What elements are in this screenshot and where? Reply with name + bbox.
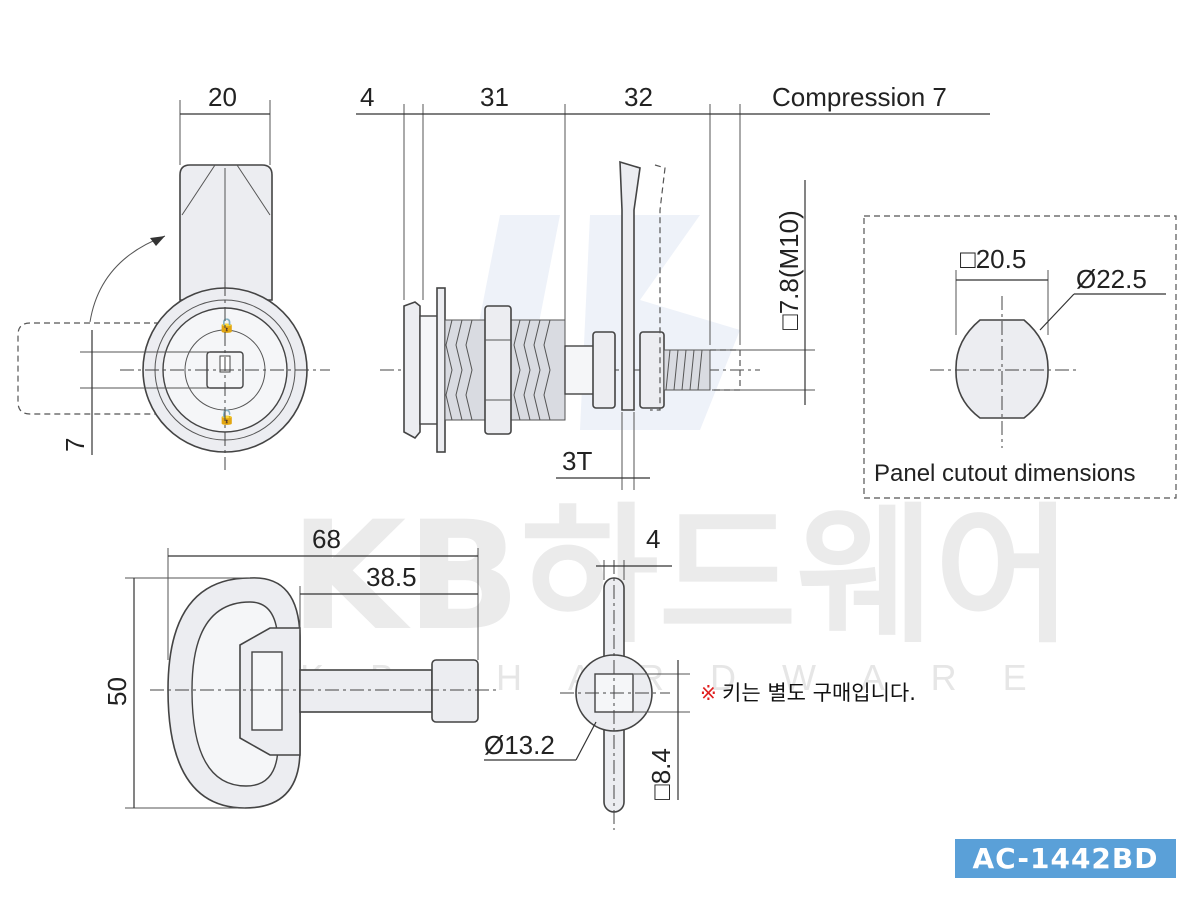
dim-key-height: 50 (102, 677, 132, 706)
dim-side-32: 32 (624, 82, 653, 112)
dim-key-square: □8.4 (646, 748, 676, 800)
note-text: 키는 별도 구매입니다. (722, 681, 916, 705)
dim-side-31: 31 (480, 82, 509, 112)
dim-compression: Compression 7 (772, 82, 947, 112)
side-cam-bar (619, 160, 641, 411)
side-screw-thread (663, 349, 711, 391)
side-view: 4 31 32 Compression 7 □7.8(M10) 3T (356, 82, 990, 490)
dim-key-diameter: Ø13.2 (484, 730, 555, 760)
panel-cutout-view: □20.5 Ø22.5 Panel cutout dimensions (863, 215, 1177, 499)
note-mark: ※ (700, 681, 717, 705)
front-cam-plate (179, 164, 273, 301)
dim-square-thread: □7.8(M10) (774, 210, 804, 330)
side-hex-nut (484, 305, 512, 435)
key-shaft (299, 669, 433, 713)
front-cam-dashed (17, 322, 160, 415)
side-washer (436, 287, 446, 453)
side-cam-dashed (650, 164, 666, 411)
watermark-brand: KB하드웨어 (290, 490, 1073, 664)
front-lock-symbol-bottom: 🔓 (218, 409, 235, 426)
key-tip (431, 659, 479, 723)
dim-key-shaft: 38.5 (366, 562, 417, 592)
dim-key-tip-width: 4 (646, 524, 660, 554)
watermark: KB하드웨어 KB HARDWARE (290, 215, 1073, 698)
dim-key-length: 68 (312, 524, 341, 554)
cutout-caption: Panel cutout dimensions (874, 460, 1136, 487)
cutout-frame (863, 215, 1177, 499)
model-code-badge: AC-1442BD (955, 839, 1176, 878)
side-head (403, 301, 421, 440)
purchase-note: ※ 키는 별도 구매입니다. (700, 681, 916, 705)
front-view: 🔒 🔓 20 7 (17, 82, 330, 470)
side-cam-nut-1 (592, 331, 616, 409)
dim-cam-thickness: 3T (562, 446, 592, 476)
cutout-shape (955, 319, 1049, 419)
key-end-view: 4 Ø13.2 □8.4 (484, 524, 690, 830)
dim-cam-7: 7 (60, 438, 90, 452)
dim-cutout-diameter: Ø22.5 (1076, 264, 1147, 294)
dim-side-4: 4 (360, 82, 374, 112)
front-lock-symbol-top: 🔒 (218, 318, 235, 334)
key-view: 68 38.5 50 (102, 524, 500, 809)
dim-cutout-square: □20.5 (960, 244, 1026, 274)
front-rotation-arrow (89, 235, 166, 323)
dim-front-width: 20 (208, 82, 237, 112)
